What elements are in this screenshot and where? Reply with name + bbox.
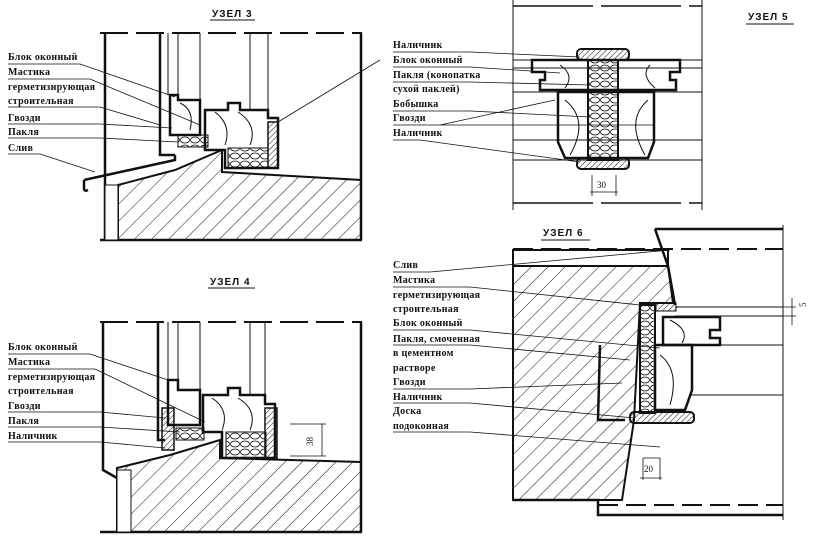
dimension-lines	[290, 423, 326, 457]
leader-line	[277, 59, 381, 123]
label: сухой паклей)	[393, 84, 460, 95]
label: Гвозди	[393, 113, 426, 124]
label: Гвозди	[8, 113, 41, 124]
label: Слив	[393, 260, 418, 271]
node-4-labels: Блок оконный Мастика герметизирующая стр…	[8, 342, 206, 449]
frame-outline	[158, 33, 175, 157]
sash-lines	[167, 33, 269, 110]
drip-flashing	[82, 155, 177, 192]
label: Наличник	[8, 431, 58, 442]
node-5-title: УЗЕЛ 5	[748, 12, 789, 23]
tow-caulking	[587, 59, 619, 161]
label: Пакля	[8, 127, 39, 138]
dimension-value: 30	[597, 180, 607, 190]
label: Пакля	[8, 416, 39, 427]
trim-top	[576, 48, 630, 61]
label: Мастика	[8, 67, 50, 78]
label: Блок оконный	[393, 55, 463, 66]
label: Гвозди	[8, 401, 41, 412]
dimension-lines	[772, 298, 796, 325]
sealant-mastic	[655, 302, 677, 312]
label: Гвозди	[393, 377, 426, 388]
label: Мастика	[8, 357, 50, 368]
node-6-title: УЗЕЛ 6	[543, 228, 584, 239]
label: Наличник	[393, 128, 443, 139]
label: строительная	[8, 96, 74, 107]
dimension-38: 38	[290, 423, 326, 457]
window-block	[203, 101, 280, 170]
tow-caulking	[225, 431, 267, 459]
label: строительная	[8, 386, 74, 397]
label: герметизирующая	[8, 82, 96, 93]
wood-plug	[596, 344, 625, 422]
wood-grain	[559, 64, 656, 156]
trim-piece	[629, 411, 695, 424]
tow-caulking	[175, 427, 205, 441]
wood-grain	[659, 319, 685, 406]
plaster-layer	[116, 469, 132, 533]
wall-edge	[101, 322, 118, 480]
label: подоконная	[393, 421, 449, 432]
slope-line	[653, 228, 677, 306]
label: растворе	[393, 363, 436, 374]
leader-lines	[393, 249, 671, 448]
tow-caulking	[639, 304, 656, 414]
node-5-labels: Наличник Блок оконный Пакля (конопатка с…	[393, 40, 655, 163]
concrete-sill	[116, 438, 362, 533]
label: Блок оконный	[8, 52, 78, 63]
dimension-value: 38	[305, 437, 315, 447]
trim-piece	[267, 121, 279, 169]
wood-grain	[179, 102, 253, 146]
node-3-title: УЗЕЛ 3	[212, 9, 253, 20]
dimension-lines	[640, 457, 662, 480]
node-4-title: УЗЕЛ 4	[210, 277, 251, 288]
wood-grain	[211, 397, 253, 431]
label: Доска	[393, 406, 421, 417]
trim-bottom	[576, 157, 630, 170]
dimension-lines	[590, 175, 618, 196]
label: герметизирующая	[393, 290, 481, 301]
node-6-detail: УЗЕЛ 6 5 20 Слив Мастика герметизирующая	[393, 225, 808, 520]
boss-block	[556, 90, 656, 160]
dimension-20: 20	[640, 457, 662, 480]
dimension-30: 30	[590, 175, 618, 196]
node-6-labels: Слив Мастика герметизирующая строительна…	[393, 249, 671, 448]
sill-board	[513, 498, 783, 517]
label: Бобышка	[393, 99, 439, 110]
tow-caulking	[227, 147, 269, 169]
label: Пакля (конопатка	[393, 70, 481, 81]
plaster-layer	[104, 184, 119, 241]
node-4-detail: УЗЕЛ 4 38 Блок оконный Мастика герметизи…	[8, 277, 363, 534]
label: Мастика	[393, 275, 435, 286]
label: Слив	[8, 143, 33, 154]
trim-piece	[264, 407, 278, 459]
node-3-detail: УЗЕЛ 3 Блок оконный Мастика герметизирую…	[8, 9, 381, 242]
label: строительная	[393, 304, 459, 315]
sash-profile	[168, 93, 202, 137]
window-block-lower	[653, 343, 694, 412]
leader-lines	[8, 63, 201, 173]
label: Пакля, смоченная	[393, 334, 481, 345]
dimension-5: 5	[772, 298, 808, 325]
frame-lines	[675, 306, 783, 396]
leader-lines	[393, 51, 655, 163]
dimension-value: 20	[644, 464, 654, 474]
dimension-value: 5	[798, 302, 808, 307]
concrete-sill	[117, 148, 362, 241]
label: Наличник	[393, 40, 443, 51]
label: Наличник	[393, 392, 443, 403]
sash-lines	[167, 322, 266, 395]
label: Блок оконный	[8, 342, 78, 353]
node-3-labels: Блок оконный Мастика герметизирующая стр…	[8, 52, 381, 173]
label: в цементном	[393, 348, 454, 359]
leader-lines	[8, 353, 206, 449]
window-block	[201, 386, 277, 460]
tow-caulking	[177, 134, 209, 148]
trim-piece	[161, 407, 175, 451]
label: Блок оконный	[393, 318, 463, 329]
node-5-detail: УЗЕЛ 5 30 Наличник Блок оконный Пакля (к…	[393, 0, 794, 210]
label: герметизирующая	[8, 372, 96, 383]
